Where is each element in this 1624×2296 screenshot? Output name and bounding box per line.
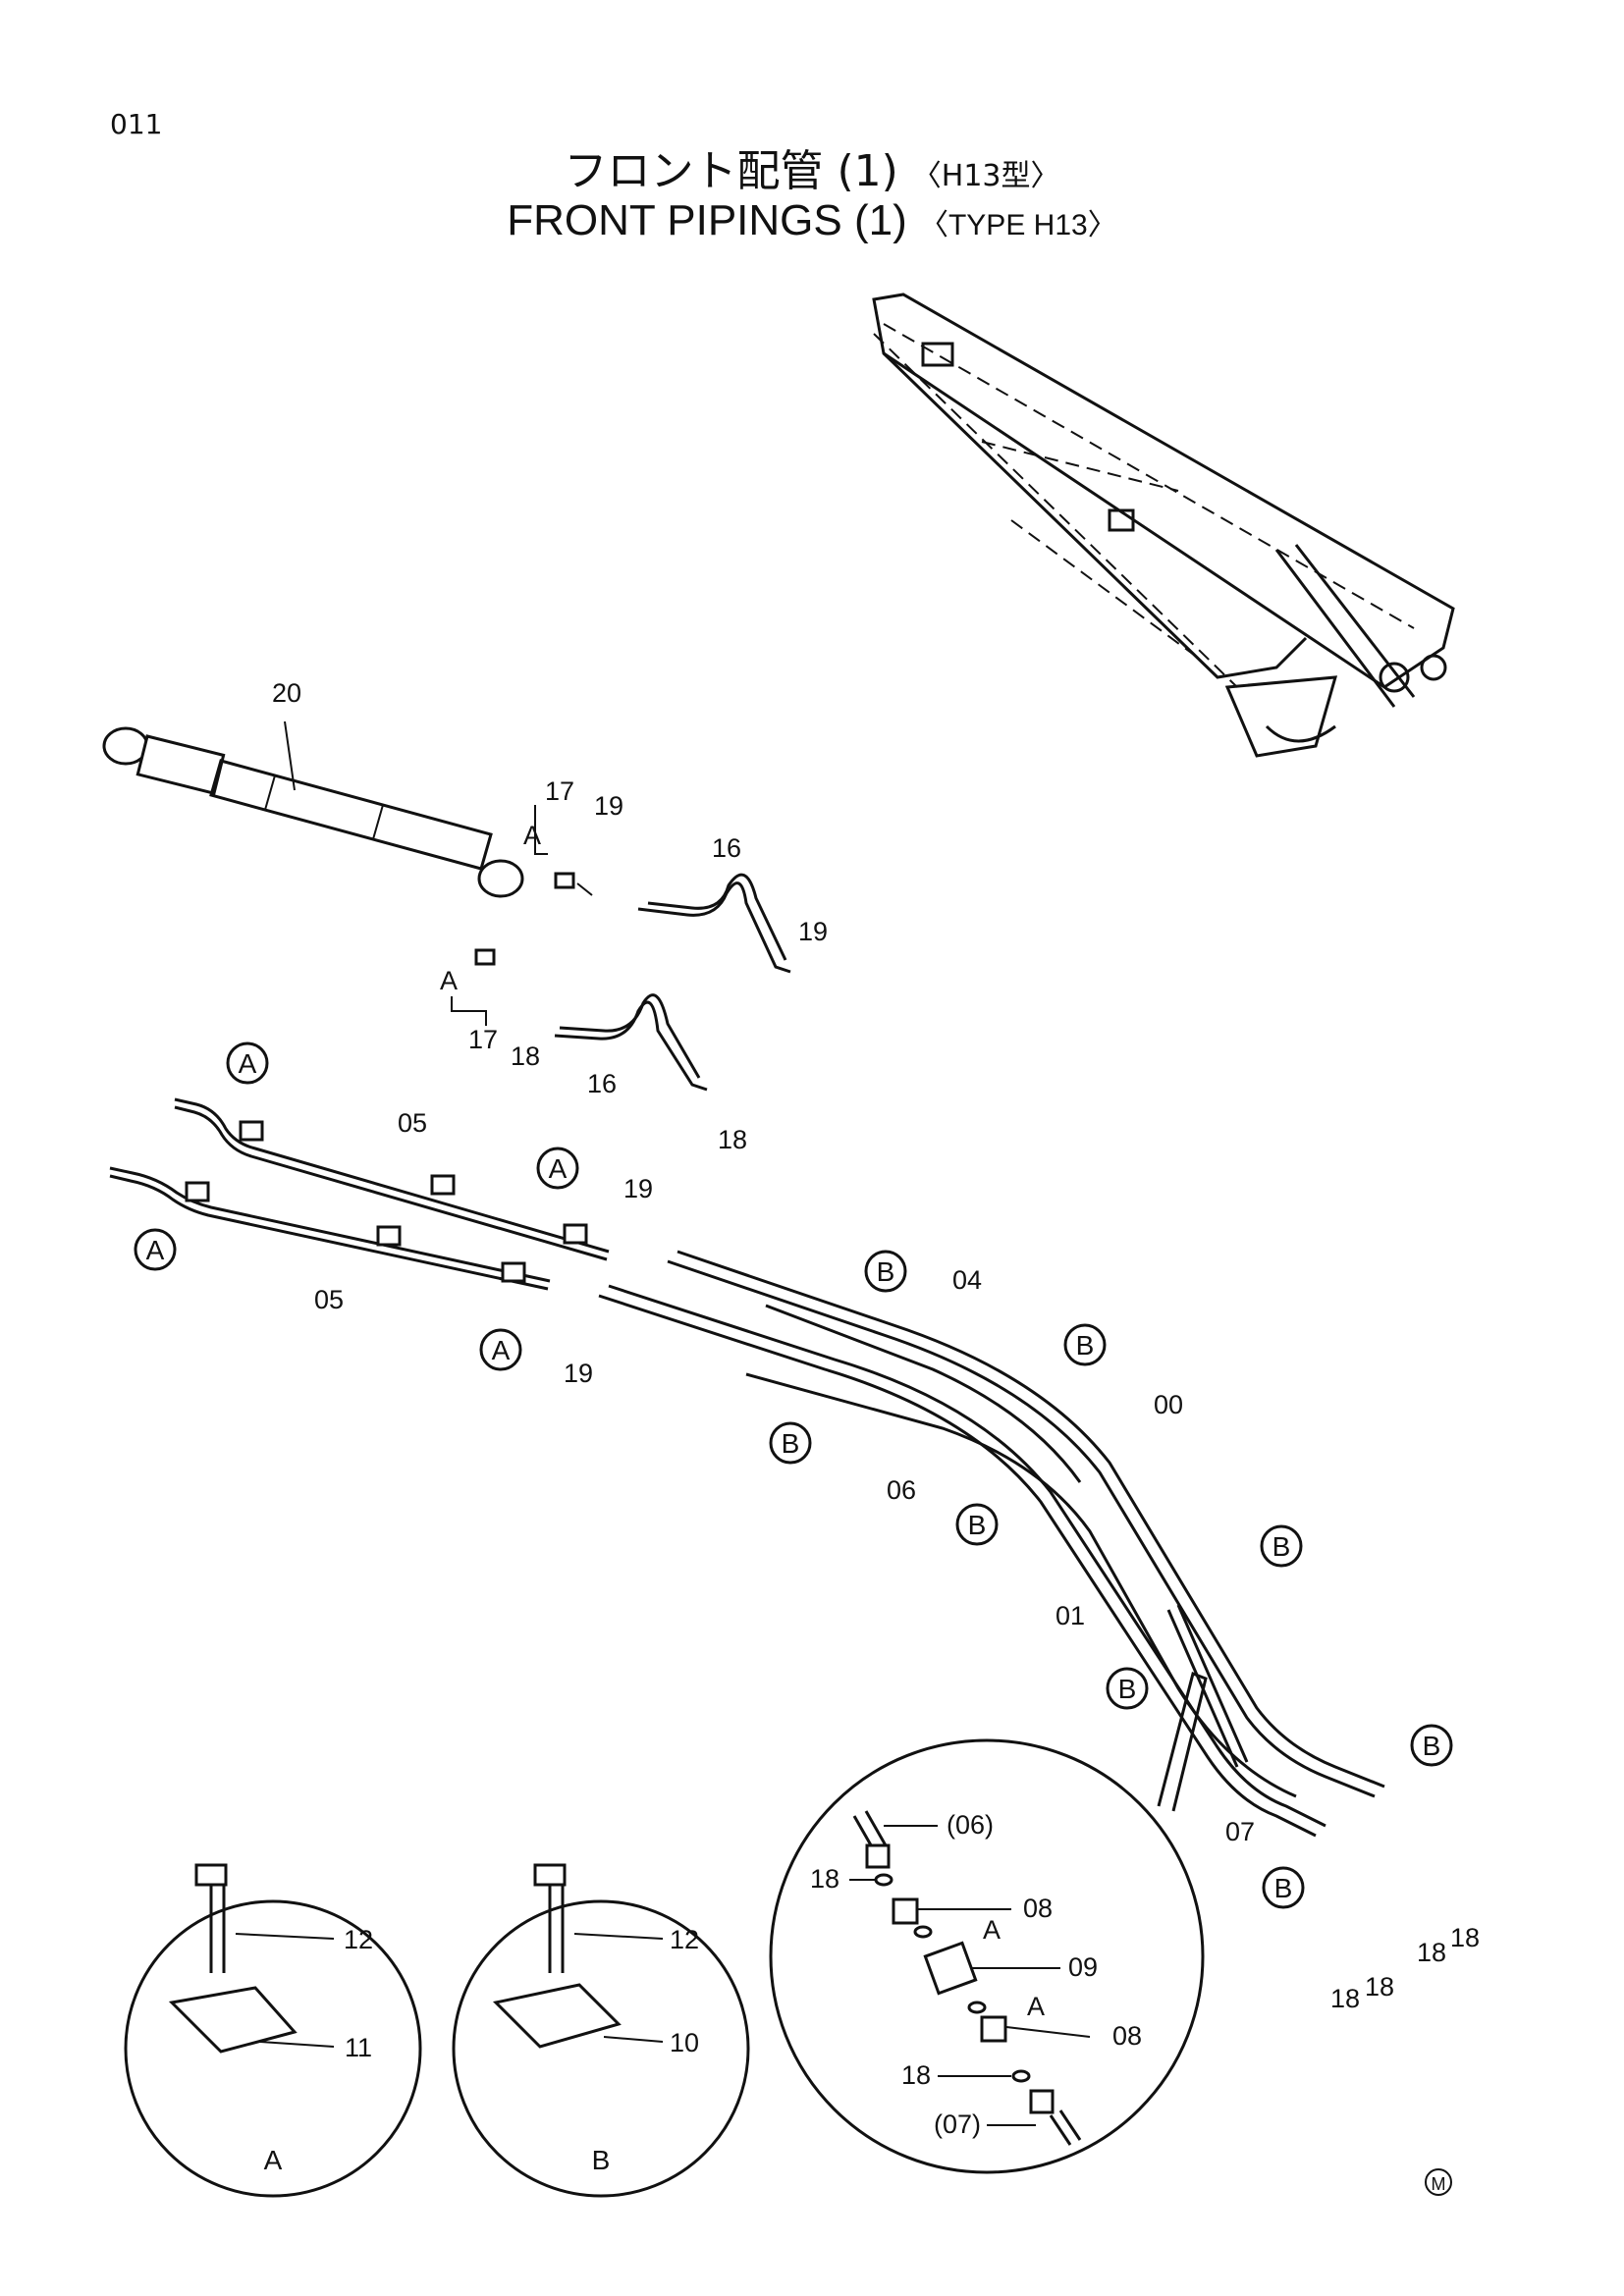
- callout-01: 01: [1056, 1601, 1085, 1630]
- main-pipes: [598, 1250, 1385, 1838]
- boom-arm-overview: [872, 293, 1455, 758]
- callout-19-right: 19: [798, 917, 828, 946]
- ref-marker-b-1: B: [864, 1250, 907, 1293]
- detail-callout-09: 09: [1068, 1952, 1098, 1982]
- svg-text:B: B: [1272, 1531, 1291, 1562]
- ref-marker-a-4: A: [479, 1328, 522, 1371]
- ref-marker-b-6: B: [1106, 1667, 1149, 1710]
- detail-b-label: B: [592, 2145, 611, 2175]
- detail-callout-08-upper: 08: [1023, 1894, 1053, 1923]
- callout-a-lower: A: [440, 966, 458, 995]
- title-jp-type-tag: 〈H13型〉: [911, 159, 1060, 193]
- svg-text:B: B: [1274, 1873, 1293, 1903]
- callout-05-lower: 05: [314, 1285, 344, 1314]
- ref-marker-b-2: B: [1063, 1323, 1107, 1366]
- ref-marker-a-2: A: [536, 1147, 579, 1190]
- svg-text:A: A: [239, 1048, 257, 1079]
- callout-16-lower: 16: [587, 1069, 617, 1098]
- ref-marker-a-3: A: [134, 1228, 177, 1271]
- ref-marker-b-8: B: [1262, 1866, 1305, 1909]
- ref-markers: A A A A B B B B B B B B: [134, 1041, 1453, 1909]
- svg-text:B: B: [968, 1510, 987, 1540]
- svg-text:B: B: [1118, 1674, 1137, 1704]
- callout-05-upper: 05: [398, 1108, 427, 1138]
- callout-19-upper: 19: [594, 791, 623, 821]
- detail-joint: (06) 18 08 A 09 A 08 18 (07): [769, 1671, 1208, 2174]
- ref-marker-b-7: B: [1410, 1724, 1453, 1767]
- callout-07: 07: [1225, 1817, 1255, 1846]
- callout-04: 04: [952, 1265, 982, 1295]
- detail-callout-18-lower: 18: [901, 2060, 931, 2090]
- detail-a-callout-11: 11: [345, 2033, 372, 2062]
- part-callouts: 20 17 A 19 16 19 A 17 18 16 18 05 19 05 …: [272, 678, 1480, 2013]
- svg-text:A: A: [492, 1335, 511, 1365]
- svg-text:M: M: [1432, 2174, 1446, 2194]
- hoses-16: [474, 872, 791, 1092]
- detail-a-label: A: [264, 2145, 283, 2175]
- page-number: 011: [110, 108, 163, 140]
- detail-callout-08-lower: 08: [1112, 2021, 1142, 2051]
- title-japanese: フロント配管 (1) 〈H13型〉: [0, 135, 1624, 198]
- ref-marker-b-4: B: [955, 1503, 999, 1546]
- detail-a-callout-12: 12: [344, 1925, 373, 1954]
- svg-text:B: B: [877, 1256, 895, 1287]
- svg-text:A: A: [549, 1153, 568, 1184]
- callout-06: 06: [887, 1475, 916, 1505]
- callout-18-a: 18: [1330, 1984, 1360, 2013]
- title-english: FRONT PIPINGS (1) 〈TYPE H13〉: [0, 196, 1624, 245]
- callout-18-upper: 18: [511, 1041, 540, 1071]
- pipes-05: [109, 1097, 610, 1291]
- detail-b-callout-12: 12: [670, 1925, 699, 1954]
- callout-18-b: 18: [1365, 1972, 1394, 2002]
- svg-text:B: B: [1423, 1731, 1441, 1761]
- callout-18-mid: 18: [718, 1125, 747, 1154]
- callout-17-lower: 17: [468, 1025, 498, 1054]
- ref-marker-a-1: A: [226, 1041, 269, 1085]
- detail-callout-a-lower: A: [1027, 1992, 1045, 2021]
- svg-text:A: A: [146, 1235, 165, 1265]
- cylinder-20: [102, 721, 524, 898]
- detail-callout-a-upper: A: [983, 1915, 1001, 1945]
- callout-00: 00: [1154, 1390, 1183, 1419]
- title-en-text: FRONT PIPINGS (1): [507, 196, 907, 244]
- title-en-type-tag: 〈TYPE H13〉: [918, 209, 1117, 241]
- corner-mark: M: [1425, 2168, 1452, 2196]
- detail-b: 12 10 B: [452, 1863, 750, 2198]
- callout-16-upper: 16: [712, 833, 741, 863]
- ref-marker-b-5: B: [1260, 1524, 1303, 1568]
- detail-a: 12 11 A: [124, 1863, 422, 2198]
- callout-18-d: 18: [1450, 1923, 1480, 1952]
- callout-17-upper: 17: [545, 776, 574, 806]
- callout-19-lower: 19: [564, 1359, 593, 1388]
- callout-19-mid: 19: [623, 1174, 653, 1203]
- detail-callout-18-upper: 18: [810, 1864, 839, 1894]
- detail-callout-06: (06): [947, 1810, 994, 1840]
- callout-20: 20: [272, 678, 301, 708]
- svg-text:B: B: [1076, 1330, 1095, 1361]
- title-jp-text: フロント配管 (1): [564, 146, 898, 196]
- svg-text:B: B: [782, 1428, 800, 1459]
- ref-marker-b-3: B: [769, 1421, 812, 1465]
- detail-b-callout-10: 10: [670, 2028, 699, 2057]
- callout-a-upper: A: [523, 821, 541, 850]
- callout-18-c: 18: [1417, 1938, 1446, 1967]
- detail-callout-07: (07): [934, 2109, 981, 2139]
